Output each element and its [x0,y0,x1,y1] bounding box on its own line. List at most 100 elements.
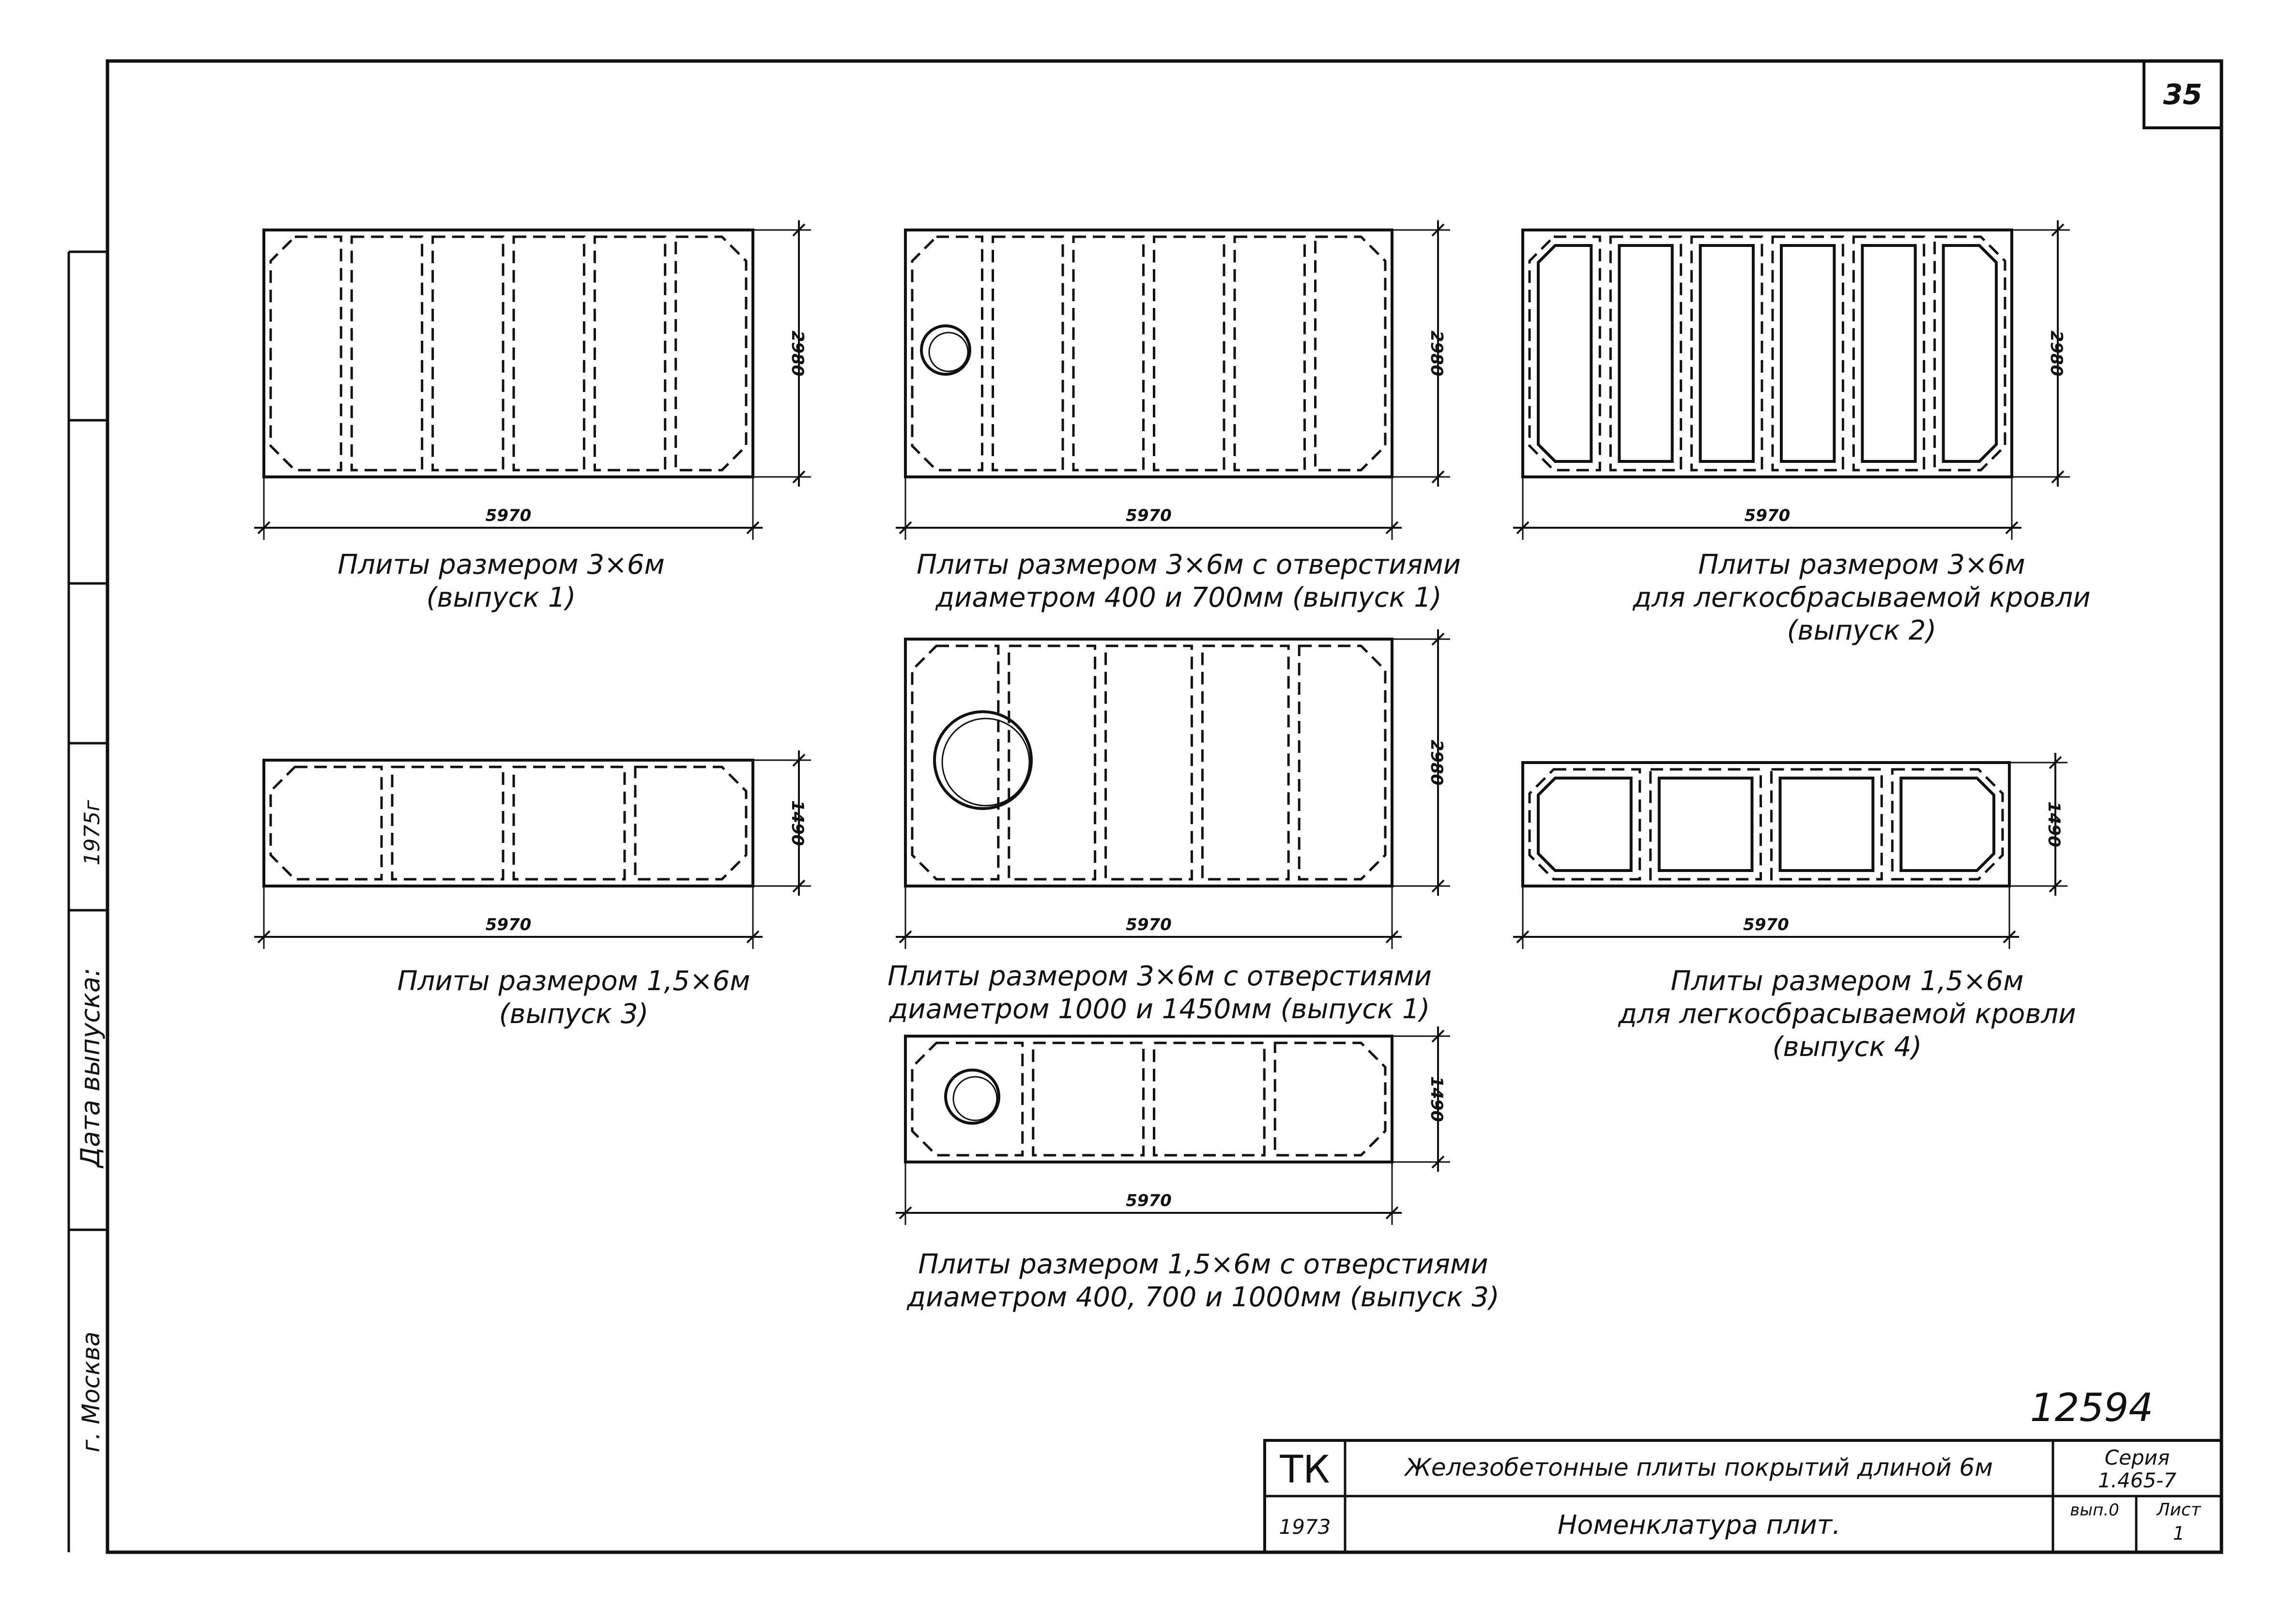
plate-panel-frame [1942,244,1998,463]
plate-panel [1273,1041,1387,1157]
plate-caption-line: Плиты размером 1,5×6м с отверстиями [918,1249,1488,1280]
dimension-tick [1431,223,1445,237]
plate-opening [933,710,1033,810]
plate-outline [262,229,754,478]
plate-panel [634,765,748,881]
plate-panel [1104,644,1193,881]
width-dimension-label: 1490 [2044,801,2064,847]
plate-panel [431,235,505,472]
dimension-tick [1431,470,1445,484]
plate-panel [1770,768,1883,881]
plate-panel [1891,768,2004,881]
plate-panel [1852,235,1926,472]
series-value: 1.465-7 [2098,1468,2176,1492]
width-dimension-label: 2980 [788,331,807,377]
plate-panel [1032,1041,1145,1157]
plate-opening-inner [941,718,1030,807]
length-dimension-label: 5970 [486,915,532,934]
dimension-tick [1431,879,1445,893]
sheet-frame [106,59,2223,1554]
dimension-tick [1431,1029,1445,1043]
plate-panel [1201,644,1290,881]
plate-panel [1314,235,1387,472]
dimension-tick [1431,1155,1445,1169]
plate-panel [1690,235,1763,472]
drawing-subtitle: Номенклатура плит. [1558,1510,1841,1540]
issue-label: вып.0 [2070,1500,2119,1520]
plate-outline [1521,229,2013,478]
plate-caption-line: Плиты размером 1,5×6м [398,965,750,997]
plate-caption-line: (выпуск 3) [499,998,649,1030]
dimension-tick [1431,632,1445,646]
length-dimension-label: 5970 [1126,506,1172,525]
plate-caption-line: Плиты размером 3×6м [1698,549,2025,581]
plate-panel [674,235,748,472]
sheet-value: 1 [2173,1523,2185,1544]
plate-panel [1298,644,1387,881]
plate-outline [904,1035,1393,1163]
plate-panel [911,644,1000,881]
plate-panel [1771,235,1844,472]
dimension-tick [792,879,806,893]
plate-caption-line: Плиты размером 3×6м с отверстиями [888,961,1432,992]
plate-panel [1609,235,1683,472]
width-dimension-label: 2980 [2047,331,2066,377]
dimension-tick [2049,756,2062,769]
plate-panel [1649,768,1762,881]
plate-caption-line: Плиты размером 3×6м с отверстиями [917,549,1461,581]
archive-number: 12594 [2030,1385,2154,1430]
page-number-box: 35 [2143,60,2223,129]
dimension-tick [2003,930,2016,944]
plate-panel [992,235,1064,472]
plate-panel-frame [1657,777,1754,872]
release-year: 1975г [80,800,105,866]
plate-panel-frame [1699,244,1755,463]
plate-panel [593,235,667,472]
release-date-label: Дата выпуска: [75,968,106,1168]
plate-opening-inner [928,332,969,372]
city-label: г. Москва [77,1331,105,1453]
dimension-tick [792,753,806,767]
plate-panel [911,235,983,472]
plate-panel [350,235,424,472]
plate-panel [1072,235,1145,472]
width-dimension-label: 1490 [1427,1076,1446,1122]
plate-panel [391,765,505,881]
dimension-tick [1385,1206,1399,1220]
length-dimension-label: 5970 [1745,506,1791,525]
plate-caption-line: диаметром 400, 700 и 1000мм (выпуск 3) [906,1282,1500,1313]
plate-panel-frame [1537,777,1633,872]
plate-panel [1153,1041,1266,1157]
plate-panel [1528,768,1641,881]
dimension-tick [899,930,912,944]
dimension-tick [899,1206,912,1220]
dimension-tick [899,521,912,535]
dimension-tick [1516,521,1530,535]
dimension-tick [2051,470,2065,484]
dimension-tick [257,521,271,535]
plate-opening-inner [952,1076,998,1121]
plate-caption-line: диаметром 1000 и 1450мм (выпуск 1) [889,994,1430,1025]
plate-outline [262,759,754,887]
dimension-tick [1516,930,1530,944]
plate-panel-frame [1537,244,1593,463]
plate-panel [512,235,585,472]
plate-caption-line: (выпуск 1) [427,582,576,613]
plate-panel [269,235,342,472]
plate-panel-frame [1861,244,1917,463]
dimension-tick [2051,223,2065,237]
plate-caption-line: для легкосбрасываемой кровли [1632,582,2090,613]
plate-panel [1008,644,1097,881]
drawing-title: Железобетонные плиты покрытий длиной 6м [1404,1453,1993,1482]
title-code: ТК [1279,1448,1330,1492]
length-dimension-label: 5970 [1743,915,1789,934]
plate-panel-frame [1899,777,1995,872]
plate-caption-line: Плиты размером 3×6м [337,549,665,581]
side-strip [67,250,107,1552]
plate-panel [1933,235,2006,472]
width-dimension-label: 2980 [1427,740,1446,786]
